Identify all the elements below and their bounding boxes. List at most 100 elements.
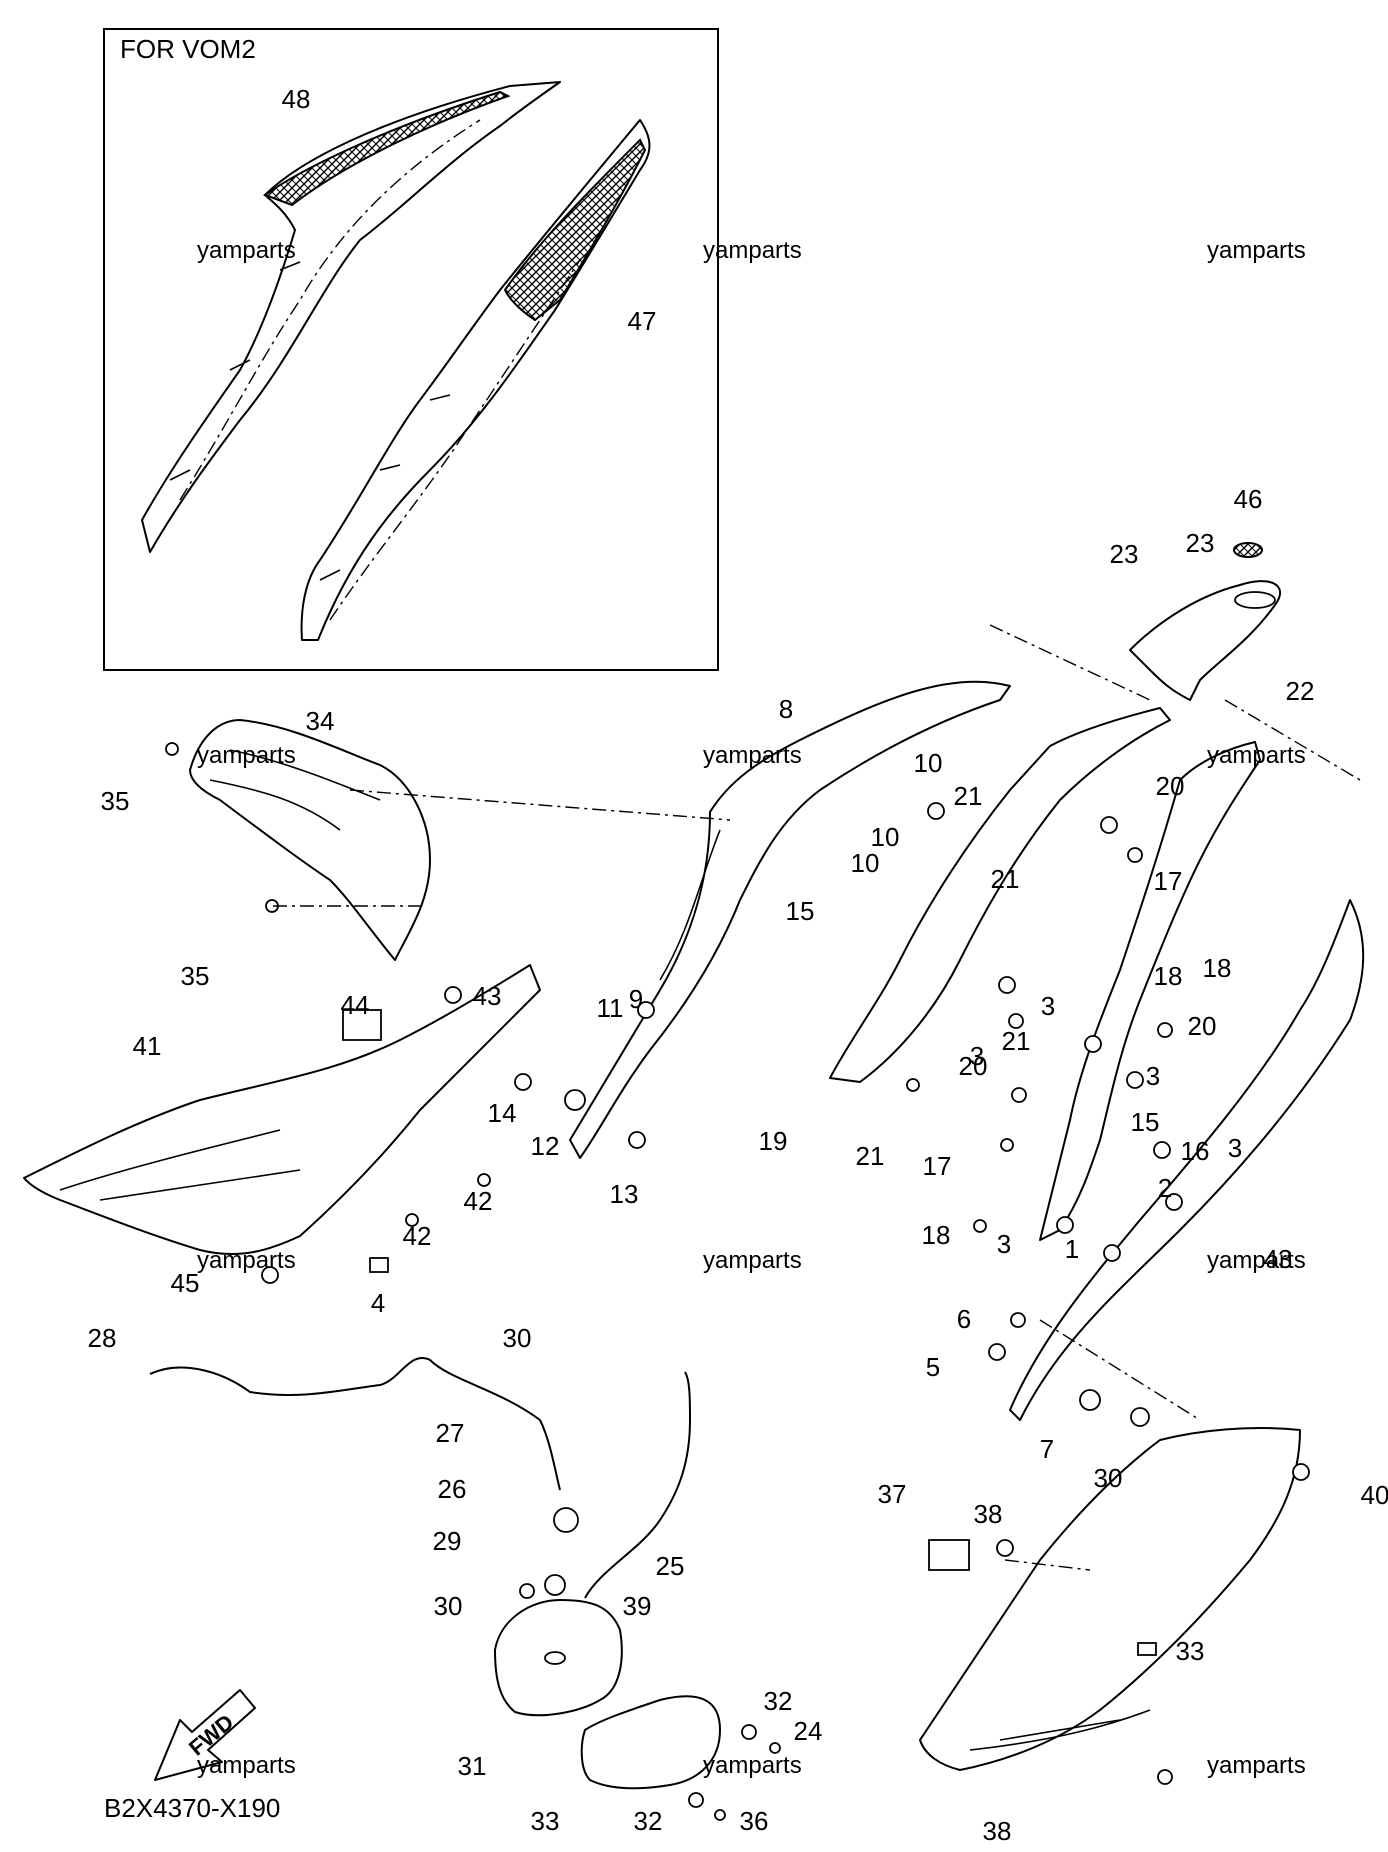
callout-2: 2	[1158, 1173, 1172, 1203]
watermark: yamparts	[1207, 237, 1306, 264]
callout-13: 13	[610, 1179, 639, 1209]
part-1-side-cover-right	[1009, 741, 1365, 1421]
callout-17: 17	[923, 1151, 952, 1181]
callout-32: 32	[764, 1686, 793, 1716]
callout-7: 7	[1040, 1434, 1054, 1464]
callout-6: 6	[957, 1304, 971, 1334]
callout-43: 43	[473, 981, 502, 1011]
callout-41: 41	[133, 1031, 162, 1061]
callout-11: 11	[597, 993, 624, 1023]
callout-23: 23	[1110, 539, 1139, 569]
callout-15: 15	[1131, 1107, 1160, 1137]
callout-35: 35	[101, 786, 130, 816]
callout-23: 23	[1186, 528, 1215, 558]
inset-title: FOR VOM2	[120, 34, 256, 64]
watermark: yamparts	[197, 1752, 296, 1779]
hose-28-overflow	[149, 1357, 561, 1491]
callout-44: 44	[341, 990, 370, 1020]
callout-3: 3	[1146, 1061, 1160, 1091]
callout-21: 21	[991, 864, 1020, 894]
callout-10: 10	[851, 848, 880, 878]
callout-35: 35	[181, 961, 210, 991]
callout-3: 3	[970, 1041, 984, 1071]
callout-25: 25	[656, 1551, 685, 1581]
callout-21: 21	[1002, 1026, 1031, 1056]
callout-9: 9	[629, 984, 643, 1014]
callout-30: 30	[503, 1323, 532, 1353]
callout-30: 30	[1094, 1463, 1123, 1493]
hose-29-overflow	[584, 1371, 692, 1599]
callout-5: 5	[926, 1352, 940, 1382]
callout-36: 36	[740, 1806, 769, 1836]
callout-42: 42	[403, 1221, 432, 1251]
callout-16: 16	[1181, 1136, 1210, 1166]
callout-15: 15	[786, 896, 815, 926]
callout-8: 8	[779, 694, 793, 724]
part-24-reservoir-tank	[494, 1599, 623, 1717]
callout-17: 17	[1154, 866, 1183, 896]
callout-28: 28	[88, 1323, 117, 1353]
callout-33: 33	[1176, 1636, 1205, 1666]
callout-12: 12	[531, 1131, 560, 1161]
watermark: yamparts	[197, 742, 296, 769]
callout-46: 46	[1234, 484, 1263, 514]
watermark: yamparts	[703, 1247, 802, 1274]
part-48-tail-cover-left	[141, 81, 561, 553]
watermark: yamparts	[703, 742, 802, 769]
callout-31: 31	[458, 1751, 487, 1781]
watermark: yamparts	[1207, 742, 1306, 769]
callout-3: 3	[1041, 991, 1055, 1021]
callout-20: 20	[959, 1051, 988, 1081]
callout-10: 10	[871, 822, 900, 852]
callout-43: 43	[1264, 1244, 1293, 1274]
callout-19: 19	[759, 1126, 788, 1156]
watermark: yamparts	[197, 237, 296, 264]
callout-14: 14	[488, 1098, 517, 1128]
callout-20: 20	[1156, 771, 1185, 801]
callout-42: 42	[464, 1186, 493, 1216]
grommet-hole	[1234, 591, 1276, 609]
callout-45: 45	[171, 1268, 200, 1298]
callout-1: 1	[1065, 1234, 1079, 1264]
part-8-side-cover	[569, 680, 1011, 1159]
watermark: yamparts	[703, 237, 802, 264]
callout-47: 47	[628, 306, 657, 336]
callout-21: 21	[856, 1141, 885, 1171]
callout-30: 30	[434, 1591, 463, 1621]
callout-18: 18	[1203, 953, 1232, 983]
callout-4: 4	[371, 1288, 385, 1318]
watermark: yamparts	[703, 1752, 802, 1779]
callout-26: 26	[438, 1474, 467, 1504]
part-41-lower-side-panel	[23, 964, 541, 1256]
callout-32: 32	[634, 1806, 663, 1836]
watermark: yamparts	[197, 1247, 296, 1274]
callout-24: 24	[794, 1716, 823, 1746]
callout-48: 48	[282, 84, 311, 114]
callout-10: 10	[914, 748, 943, 778]
assembly-lines	[273, 624, 1361, 1571]
inset-frame	[103, 28, 719, 671]
diagram-code: B2X4370-X190	[104, 1793, 280, 1823]
part-22-bracket	[1129, 580, 1282, 701]
part-46-grommet	[1233, 542, 1263, 558]
part-19-inner-panel	[829, 707, 1171, 1083]
hoses	[149, 1357, 692, 1599]
callout-27: 27	[436, 1418, 465, 1448]
callout-20: 20	[1188, 1011, 1217, 1041]
callout-29: 29	[433, 1526, 462, 1556]
callout-18: 18	[1154, 961, 1183, 991]
part-31-reservoir-bracket	[580, 1695, 721, 1790]
callout-18: 18	[922, 1220, 951, 1250]
fasteners	[165, 742, 1310, 1821]
callout-22: 22	[1286, 676, 1315, 706]
callout-21: 21	[954, 781, 983, 811]
callout-38: 38	[983, 1816, 1012, 1846]
part-47-side-cover-right	[300, 119, 651, 641]
watermark: yamparts	[1207, 1752, 1306, 1779]
callout-39: 39	[623, 1591, 652, 1621]
part-34-front-cowl	[189, 719, 431, 961]
callout-3: 3	[1228, 1133, 1242, 1163]
watermark: yamparts	[1207, 1247, 1306, 1274]
